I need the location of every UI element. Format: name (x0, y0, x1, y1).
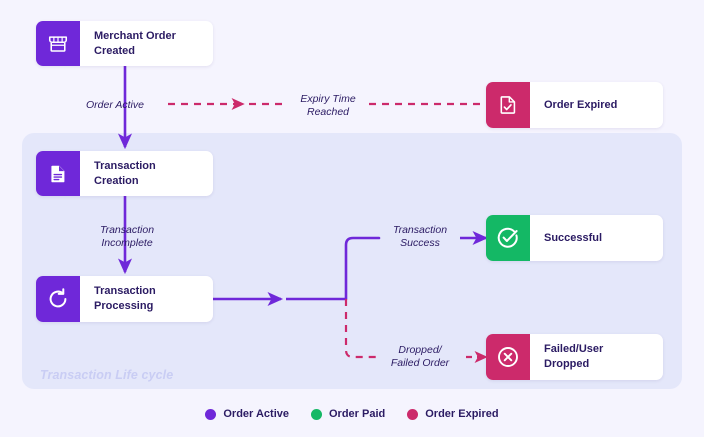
node-label: Order Expired (544, 98, 618, 111)
document-icon (36, 151, 80, 196)
node-label: Successful (544, 231, 603, 244)
legend: Order Active Order Paid Order Expired (0, 408, 704, 420)
node-merchant-order-created[interactable]: Merchant Order Created (36, 21, 213, 66)
node-label: Transaction Processing (94, 285, 156, 312)
x-circle-icon (486, 334, 530, 380)
legend-dot-icon (311, 408, 322, 420)
edge-label-dropped-failed-order: Dropped/ Failed Order (390, 344, 450, 370)
panel-caption: Transaction Life cycle (40, 368, 174, 382)
legend-item-order-active[interactable]: Order Active (205, 408, 289, 420)
node-label: Failed/User Dropped (544, 343, 604, 370)
legend-label: Order Paid (329, 408, 386, 420)
node-successful[interactable]: Successful (486, 215, 663, 261)
node-transaction-creation[interactable]: Transaction Creation (36, 151, 213, 196)
edge-label-transaction-incomplete: Transaction Incomplete (99, 224, 155, 250)
node-failed-user-dropped[interactable]: Failed/User Dropped (486, 334, 663, 380)
node-transaction-processing[interactable]: Transaction Processing (36, 276, 213, 322)
refresh-icon (36, 276, 80, 322)
storefront-icon (36, 21, 80, 66)
node-label: Merchant Order Created (94, 29, 176, 57)
document-check-icon (486, 82, 530, 128)
legend-dot-icon (205, 408, 217, 420)
legend-dot-icon (407, 408, 419, 420)
legend-label: Order Active (223, 408, 289, 420)
edge-junction-down-failed (344, 299, 376, 359)
edge-junction-up-success (344, 236, 381, 301)
edge-label-transaction-success: Transaction Success (392, 224, 448, 250)
node-order-expired[interactable]: Order Expired (486, 82, 663, 128)
legend-item-order-paid[interactable]: Order Paid (311, 408, 385, 420)
edge-label-expiry-time-reached: Expiry Time Reached (300, 93, 356, 119)
legend-item-order-expired[interactable]: Order Expired (407, 408, 499, 420)
legend-label: Order Expired (425, 408, 499, 420)
check-circle-icon (486, 215, 530, 261)
node-label: Transaction Creation (94, 159, 156, 187)
edge-label-order-active: Order Active (86, 99, 144, 111)
